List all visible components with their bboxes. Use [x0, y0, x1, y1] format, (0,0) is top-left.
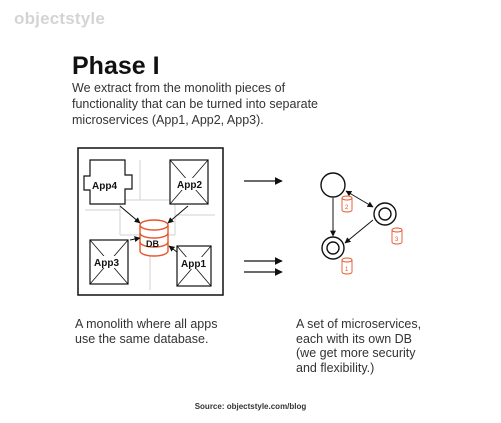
app1-module: App1: [176, 245, 212, 287]
source-credit: Source: objectstyle.com/blog: [194, 402, 307, 411]
intro-line: We extract from the monolith pieces of: [72, 81, 286, 95]
intro-line: microservices (App1, App2, App3).: [72, 113, 264, 127]
app4-module: App4: [83, 159, 133, 205]
service-db-icon-2: 2: [341, 195, 353, 213]
caption-line: use the same database.: [75, 331, 209, 346]
service-db-icon-1: 1: [341, 257, 353, 275]
app2-module: App2: [169, 159, 209, 205]
app4-label: App4: [92, 181, 117, 192]
caption-line: A set of microservices,: [296, 317, 422, 331]
microservice-node-3: [373, 202, 397, 226]
page-title: Phase I: [72, 52, 160, 80]
app3-label: App3: [94, 258, 119, 269]
microservice-connections: [330, 190, 374, 244]
transition-arrows: [244, 177, 283, 276]
service-db-icon-3: 3: [391, 227, 403, 245]
microservice-node-1: [321, 236, 345, 260]
caption-line: (we get more security: [296, 346, 416, 360]
shared-db-icon: DB: [139, 219, 169, 257]
app3-module: App3: [89, 239, 129, 285]
monolith-caption: A monolith where all apps use the same d…: [75, 317, 217, 346]
app1-label: App1: [181, 259, 206, 270]
caption-line: and flexibility.): [296, 360, 375, 375]
caption-line: A monolith where all apps: [75, 317, 218, 331]
service-db-label-1: 1: [345, 267, 349, 273]
caption-line: each with its own DB: [296, 331, 413, 346]
intro-line: functionality that can be turned into se…: [72, 97, 318, 111]
intro-text: We extract from the monolith pieces of f…: [72, 80, 372, 128]
objectstyle-logo: objectstyle: [14, 9, 106, 28]
service-db-label-2: 2: [345, 205, 349, 211]
microservices-caption: A set of microservices, each with its ow…: [296, 317, 421, 375]
app-db-arrows: [119, 205, 189, 253]
service-db-label-3: 3: [395, 237, 399, 243]
app2-label: App2: [177, 180, 202, 191]
microservice-node-2: [320, 172, 346, 198]
shared-db-label: DB: [146, 239, 159, 249]
